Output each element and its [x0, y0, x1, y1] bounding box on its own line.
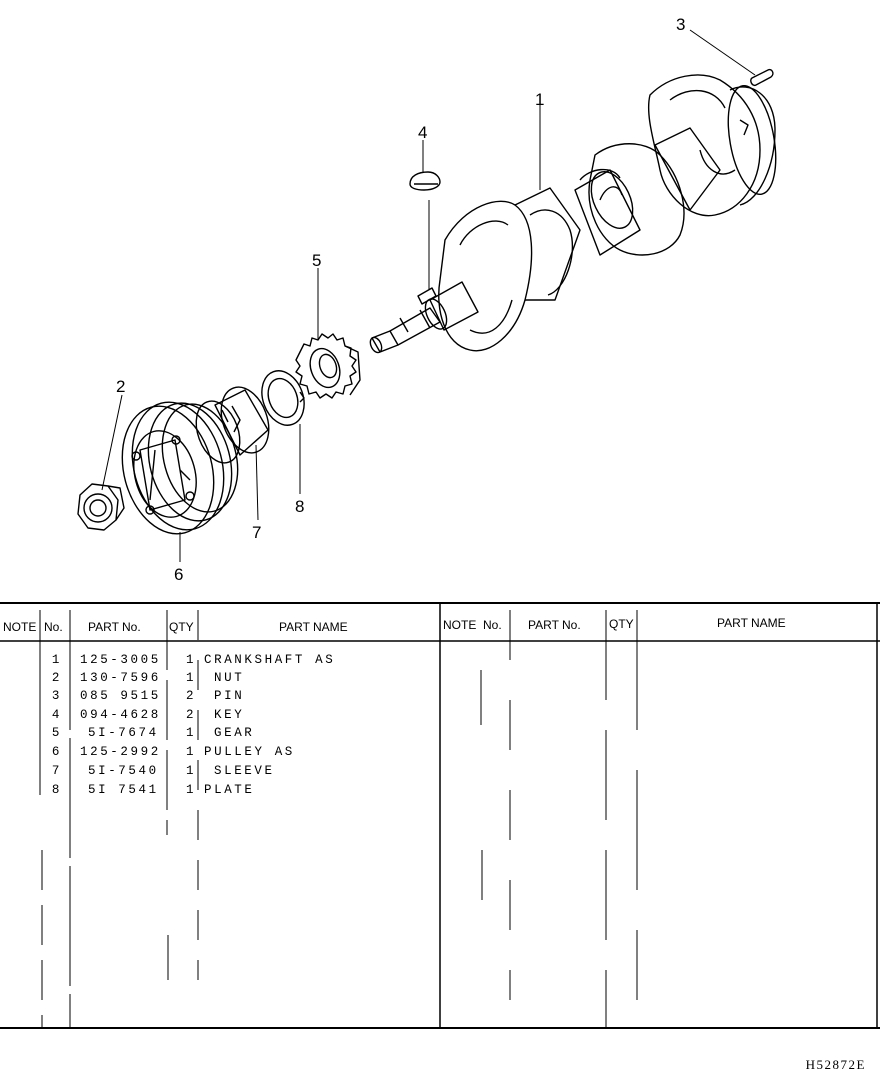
parts-table-grid	[0, 602, 880, 1029]
row-no: 7	[51, 764, 62, 778]
sleeve-drawing	[195, 386, 270, 464]
row-no: 3	[51, 689, 62, 703]
row-part-name: PULLEY AS	[204, 745, 295, 759]
header-qty-left: QTY	[169, 620, 194, 634]
header-qty-right: QTY	[609, 617, 634, 631]
callout-6: 6	[174, 565, 183, 584]
row-qty: 1	[186, 783, 197, 797]
row-no: 8	[51, 783, 62, 797]
plate-drawing	[261, 370, 305, 426]
header-no-right: No.	[483, 618, 502, 632]
callout-7: 7	[252, 523, 261, 542]
header-no-left: No.	[44, 620, 63, 634]
row-qty: 1	[186, 671, 197, 685]
row-part-no: 130-7596	[80, 671, 161, 685]
header-part-no-left: PART No.	[88, 620, 141, 634]
row-qty: 1	[186, 726, 197, 740]
exploded-parts-diagram: 1 2 3 4 5 6 7 8	[77, 15, 777, 584]
pin-drawing	[750, 68, 774, 87]
callout-5: 5	[312, 251, 321, 270]
callout-1: 1	[535, 90, 544, 109]
row-part-name: NUT	[214, 671, 245, 685]
row-qty: 1	[186, 653, 197, 667]
row-qty: 1	[186, 764, 197, 778]
row-part-name: PIN	[214, 689, 245, 703]
callout-3: 3	[676, 15, 685, 34]
row-no: 2	[51, 671, 62, 685]
row-part-no: 5I 7541	[88, 783, 159, 797]
header-part-no-right: PART No.	[528, 618, 581, 632]
header-part-name-right: PART NAME	[717, 616, 786, 630]
callout-8: 8	[295, 497, 304, 516]
row-no: 1	[51, 653, 62, 667]
row-no: 4	[51, 708, 62, 722]
row-part-no: 5I-7674	[88, 726, 159, 740]
callout-4: 4	[418, 123, 427, 142]
row-part-name: CRANKSHAFT AS	[204, 653, 336, 667]
gear-drawing	[295, 333, 361, 399]
row-part-no: 085 9515	[80, 689, 161, 703]
header-note-right: NOTE	[443, 618, 477, 632]
row-part-no: 125-3005	[80, 653, 161, 667]
key-drawing	[409, 171, 441, 191]
pulley-drawing	[121, 401, 239, 535]
callout-labels: 1 2 3 4 5 6 7 8	[116, 15, 685, 584]
header-part-name-left: PART NAME	[279, 620, 348, 634]
row-qty: 2	[186, 689, 197, 703]
row-no: 5	[51, 726, 62, 740]
crankshaft-drawing	[369, 74, 777, 354]
row-part-no: 125-2992	[80, 745, 161, 759]
row-qty: 2	[186, 708, 197, 722]
row-part-no: 5I-7540	[88, 764, 159, 778]
row-part-name: PLATE	[204, 783, 255, 797]
row-part-no: 094-4628	[80, 708, 161, 722]
row-no: 6	[51, 745, 62, 759]
row-part-name: GEAR	[214, 726, 255, 740]
header-note-left: NOTE	[3, 620, 37, 634]
row-part-name: KEY	[214, 708, 245, 722]
row-part-name: SLEEVE	[214, 764, 275, 778]
row-qty: 1	[186, 745, 197, 759]
callout-2: 2	[116, 377, 125, 396]
nut-drawing	[77, 483, 125, 531]
figure-code: H52872E	[805, 1057, 866, 1072]
leader-lines	[101, 29, 756, 562]
